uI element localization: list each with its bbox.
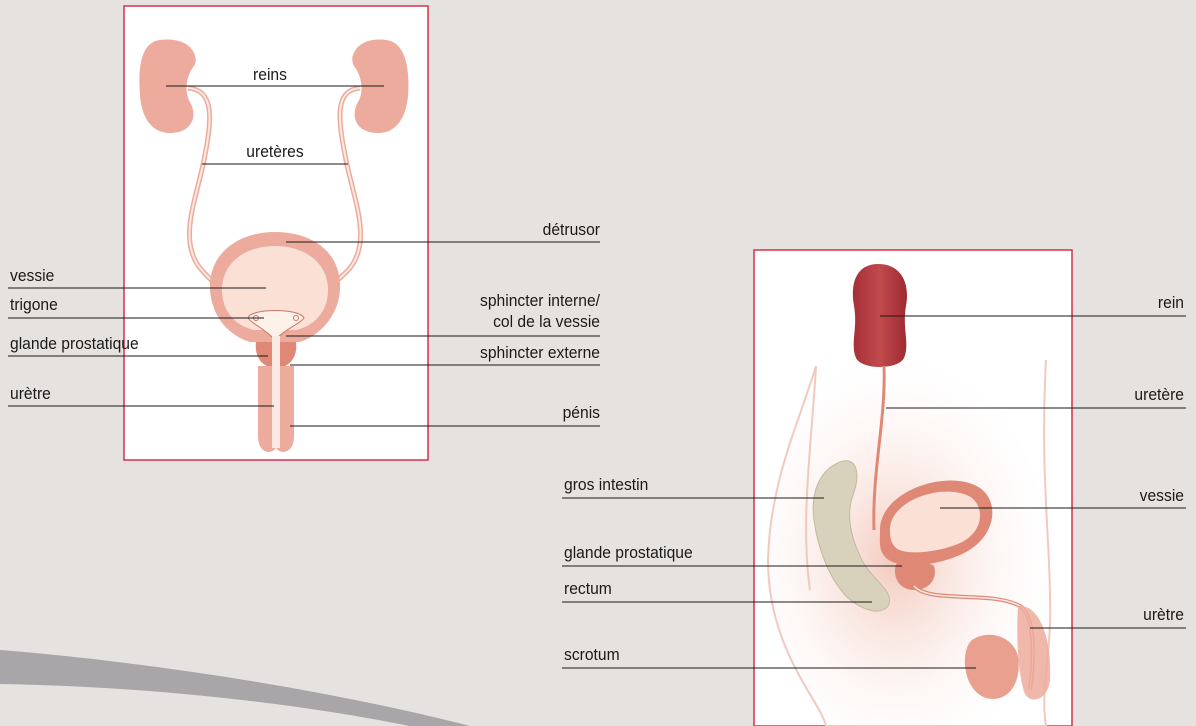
label-glande-prostatique-side: glande prostatique [564,543,748,562]
side-view-panel [754,250,1072,726]
label-uretre-side: urètre [1088,605,1184,624]
label-sphincter-interne-line1: sphincter interne/ [416,291,600,310]
label-sphincter-interne-line2: col de la vessie [416,312,600,331]
label-uretere: uretère [1088,385,1184,404]
label-vessie-side: vessie [1088,486,1184,505]
label-reins: reins [233,65,307,84]
label-scrotum: scrotum [564,645,748,664]
label-uretre-front: urètre [10,384,120,403]
label-gros-intestin: gros intestin [564,475,748,494]
label-trigone: trigone [10,295,120,314]
label-detrusor: détrusor [453,220,600,239]
label-rein: rein [1088,293,1184,312]
label-rectum: rectum [564,579,748,598]
label-glande-prostatique-front: glande prostatique [10,334,194,353]
label-vessie: vessie [10,266,120,285]
label-ureteres: uretères [224,142,325,161]
decorative-swoosh [0,650,470,726]
urethra-channel [272,336,280,448]
label-sphincter-externe: sphincter externe [416,343,600,362]
label-penis: pénis [471,403,600,422]
